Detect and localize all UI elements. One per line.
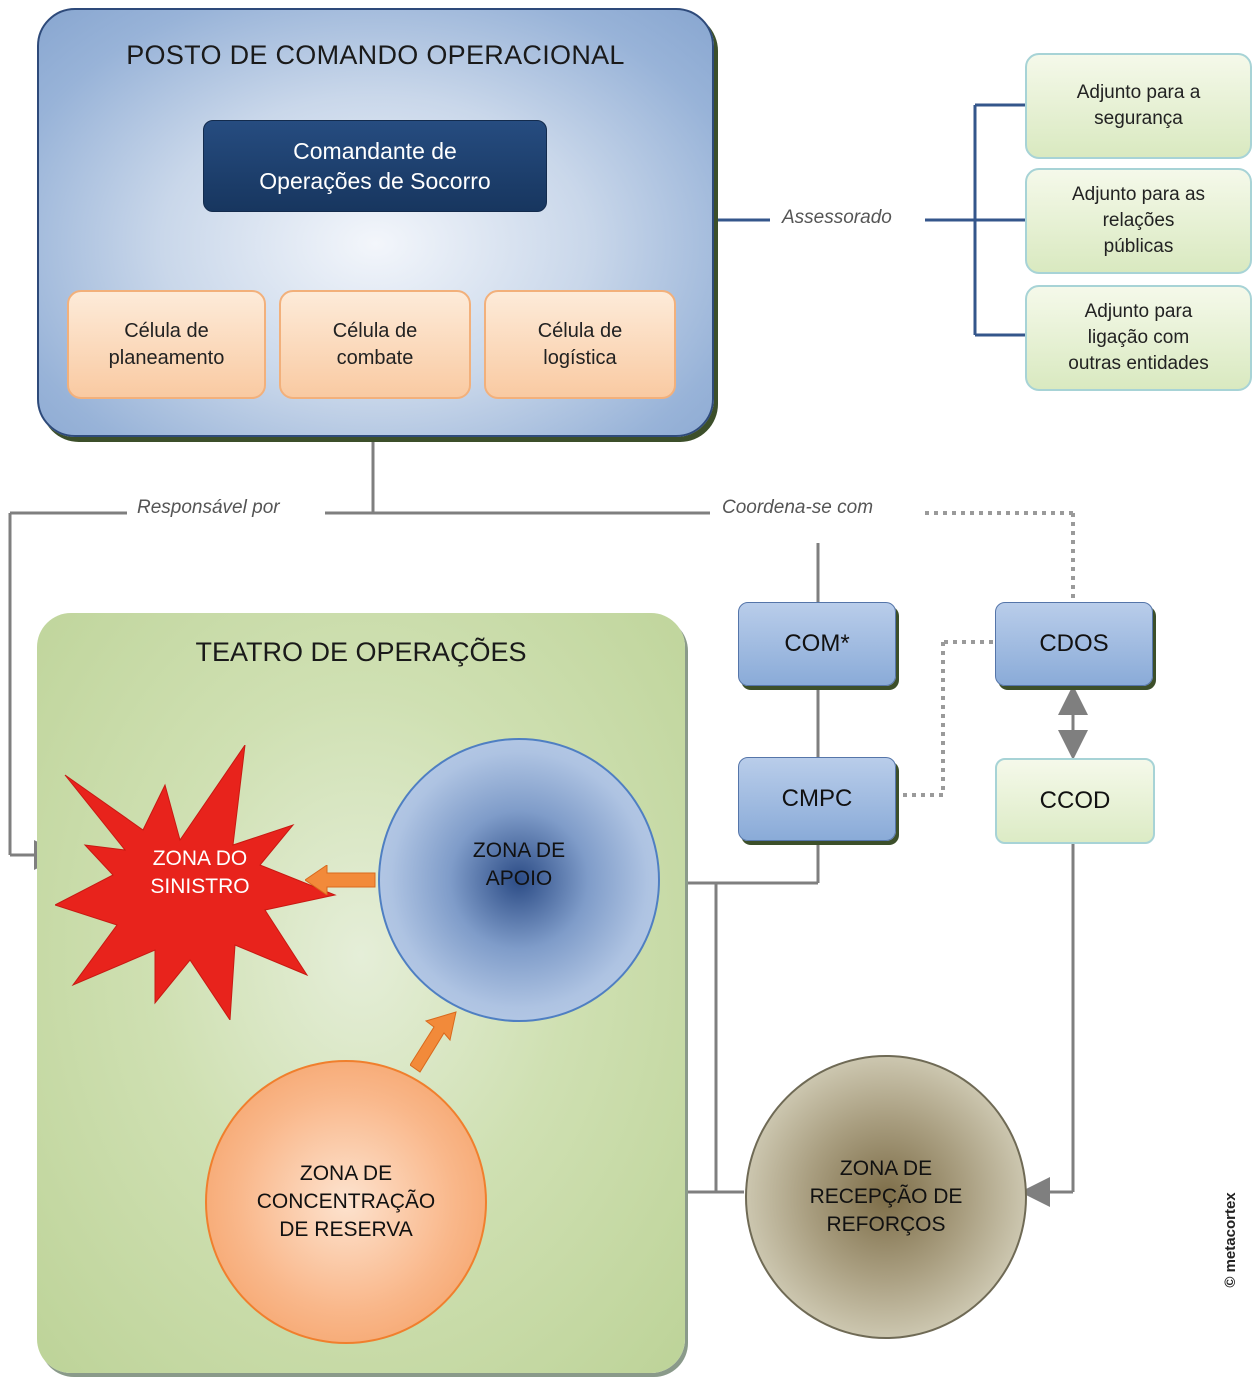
responsible-for-label: Responsável por — [127, 497, 290, 519]
cell-label: logística — [543, 346, 617, 369]
zone-line: REFORÇOS — [826, 1213, 946, 1236]
zone-line: ZONA DE — [299, 1162, 393, 1185]
reserve-zone: ZONA DE CONCENTRAÇÃO DE RESERVA — [205, 1060, 487, 1344]
advisor-security: Adjunto para a segurança — [1025, 53, 1252, 159]
reinforcement-zone: ZONA DE RECEPÇÃO DE REFORÇOS — [745, 1055, 1027, 1339]
advisor-line: segurança — [1094, 108, 1183, 129]
advisor-liaison: Adjunto para ligação com outras entidades — [1025, 285, 1252, 391]
advisor-line: Adjunto para a — [1076, 82, 1201, 103]
coordinates-with-label: Coordena-se com — [712, 497, 884, 519]
advisor-line: públicas — [1103, 236, 1174, 257]
ccod-node: CCOD — [995, 758, 1155, 844]
arrow-up-right-icon — [410, 1011, 457, 1073]
cell-label: planeamento — [108, 346, 225, 369]
cell-planning: Célula de planeamento — [67, 290, 266, 399]
cell-label: Célula de — [124, 319, 209, 342]
zone-line: DE RESERVA — [279, 1218, 413, 1241]
com-node: COM* — [738, 602, 896, 686]
command-post-title: POSTO DE COMANDO OPERACIONAL — [126, 40, 625, 70]
zone-line: RECEPÇÃO DE — [809, 1185, 963, 1208]
advisor-line: Adjunto para as — [1071, 184, 1206, 205]
advisor-line: Adjunto para — [1084, 301, 1193, 322]
cell-label: combate — [336, 346, 414, 369]
advised-label: Assessorado — [772, 207, 902, 229]
gray-connectors — [8, 435, 1088, 1207]
commander-line2: Operações de Socorro — [259, 168, 491, 194]
advisor-public-relations: Adjunto para as relações públicas — [1025, 168, 1252, 274]
arrow-left-icon — [305, 865, 376, 895]
zone-line: CONCENTRAÇÃO — [256, 1190, 436, 1213]
zone-line: APOIO — [485, 867, 553, 890]
zone-line: ZONA DE — [472, 839, 566, 862]
zone-line: SINISTRO — [150, 875, 250, 898]
cell-logistics: Célula de logística — [484, 290, 676, 399]
advisor-line: outras entidades — [1068, 353, 1209, 374]
support-zone: ZONA DE APOIO — [378, 738, 660, 1022]
copyright-label: © metacortex — [1221, 1192, 1239, 1288]
cell-combat: Célula de combate — [279, 290, 471, 399]
cmpc-node: CMPC — [738, 757, 896, 841]
advisor-line: ligação com — [1087, 327, 1190, 348]
dotted-connectors — [896, 511, 1075, 797]
disaster-zone-label: ZONA DO SINISTRO — [110, 845, 290, 901]
commander-line1: Comandante de — [293, 138, 457, 164]
zone-line: ZONA DE — [839, 1157, 933, 1180]
advisor-line: relações — [1102, 210, 1175, 231]
cell-label: Célula de — [332, 319, 418, 342]
disaster-burst-icon — [55, 745, 337, 1020]
theatre-title: TEATRO DE OPERAÇÕES — [195, 637, 527, 667]
cell-label: Célula de — [537, 319, 623, 342]
cdos-node: CDOS — [995, 602, 1153, 686]
zone-line: ZONA DO — [152, 847, 248, 870]
commander-box: Comandante de Operações de Socorro — [203, 120, 547, 212]
command-post-panel: POSTO DE COMANDO OPERACIONAL Comandante … — [37, 8, 714, 437]
